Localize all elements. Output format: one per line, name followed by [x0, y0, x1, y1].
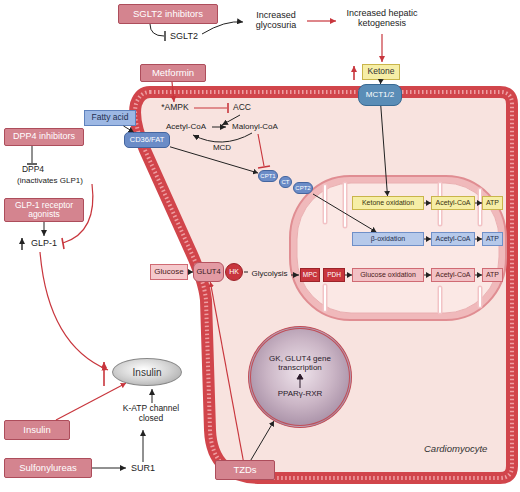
cell-label: Cardiomyocyte: [424, 444, 487, 454]
node-text: DPP4 inhibitors: [13, 132, 75, 142]
annotation-text: Acetyl-CoA: [160, 122, 212, 131]
drug-box: GLP-1 receptor agonists: [4, 198, 84, 222]
inhibition-line: [150, 24, 164, 36]
annotation-text: ACC: [230, 103, 254, 113]
drug-box: TZDs: [215, 460, 275, 480]
enzyme-box: PDH: [323, 268, 345, 282]
node-text: TZDs: [233, 465, 256, 475]
node-text: β-oxidation: [371, 235, 405, 243]
node-text: ATP: [486, 235, 499, 243]
metabolite-box: Acetyl-CoA: [431, 196, 475, 210]
annotation-text: DPP4: [18, 165, 48, 175]
arrow-shape: [297, 374, 303, 388]
node-text: Ketone oxidation: [362, 199, 414, 207]
pathway-box: Ketone oxidation: [352, 196, 424, 210]
node-text: Acetyl-CoA: [435, 199, 470, 207]
metabolite-box: Fatty acid: [84, 110, 136, 126]
annotation-text: (inactivates GLP1): [6, 176, 94, 185]
annotation-text: Increased glycosuria: [244, 10, 308, 31]
arrow: [92, 468, 126, 469]
arrow: [296, 374, 304, 388]
enzyme-box: MPC: [300, 268, 320, 282]
node-text: Metformin: [152, 68, 194, 78]
annotation-text: Increased hepatic ketogenesis: [338, 8, 426, 29]
transporter: CT: [279, 176, 292, 188]
node-text: Sulfonylureas: [19, 463, 77, 473]
arrow: [44, 222, 45, 236]
metabolite-box: Ketone: [362, 64, 400, 80]
node-text: ATP: [486, 199, 499, 207]
metabolite-box: ATP: [482, 232, 503, 246]
node-text: CPT2: [295, 185, 310, 192]
node-text: PPARγ-RXR: [278, 390, 323, 399]
annotation-text: Malonyl-CoA: [226, 122, 284, 131]
annotation-text: MCD: [210, 143, 234, 152]
node-text: Glucose: [154, 268, 183, 277]
arrow: [40, 252, 108, 370]
arrow: [143, 430, 144, 462]
node-text: Glucose oxidation: [360, 271, 416, 279]
drug-box: Sulfonylureas: [4, 458, 92, 478]
annotation-text: Glycolysis: [248, 269, 291, 278]
node-text: MPC: [303, 271, 317, 278]
increase-arrow: [103, 362, 105, 386]
node-text: Acetyl-CoA: [435, 235, 470, 243]
hormone-oval: Insulin: [112, 358, 182, 386]
inhibition-bar: [164, 31, 165, 41]
metabolite-box: Glucose: [150, 264, 188, 280]
node-text: PDH: [327, 271, 341, 278]
annotation-text: K-ATP channel closed: [112, 404, 190, 424]
node-text: GK, GLUT4 gene transcription: [262, 355, 338, 373]
metabolite-box: Acetyl-CoA: [431, 268, 475, 282]
node-text: CT: [282, 179, 290, 186]
transporter: MCT1/2: [358, 84, 402, 106]
membrane: [135, 92, 512, 478]
annotation-text: GLP-1: [28, 238, 60, 248]
transporter: CPT2: [293, 182, 313, 194]
metabolite-box: ATP: [482, 268, 503, 282]
transporter: GLUT4: [193, 262, 224, 282]
node-text: ATP: [486, 271, 499, 279]
node-text: SGLT2 inhibitors: [133, 9, 203, 19]
arrow: [381, 34, 382, 62]
arrow: [307, 20, 336, 21]
annotation-text: SGLT2: [166, 31, 202, 41]
drug-box: DPP4 inhibitors: [4, 128, 84, 146]
inhibition-line: [32, 146, 33, 163]
node-text: Ketone: [368, 67, 395, 76]
drug-box: SGLT2 inhibitors: [118, 4, 218, 24]
pathway-box: β-oxidation: [352, 232, 424, 246]
nucleus: GK, GLUT4 gene transcriptionPPARγ-RXR: [248, 326, 352, 428]
annotation-text: *AMPK: [156, 103, 194, 113]
metabolite-box: ATP: [482, 196, 503, 210]
metabolite-box: Acetyl-CoA: [431, 232, 475, 246]
node-text: CD36/FAT: [130, 136, 164, 144]
cell-membrane: CardiomyocyteCPT1CTCPT2Ketone oxidationA…: [118, 80, 520, 492]
node-text: Insulin: [23, 425, 50, 435]
drug-box: Metformin: [140, 64, 206, 82]
pathway-box: Glucose oxidation: [352, 268, 424, 282]
transporter: CD36/FAT: [124, 132, 170, 148]
membrane-stripes: [135, 92, 512, 478]
node-text: GLUT4: [196, 268, 220, 276]
node-text: Insulin: [133, 367, 162, 378]
transporter: CPT1: [258, 170, 278, 182]
node-text: Acetyl-CoA: [435, 271, 470, 279]
drug-box: Insulin: [4, 420, 70, 440]
node-text: CPT1: [260, 173, 275, 180]
arrow: [152, 389, 153, 403]
increase-arrow: [21, 238, 22, 250]
inhibition-bar: [62, 238, 64, 249]
increase-arrow: [353, 66, 355, 80]
node-text: MCT1/2: [366, 91, 394, 100]
node-text: HK: [229, 268, 239, 276]
node-text: Fatty acid: [92, 113, 129, 122]
connector-arrow: [56, 383, 126, 420]
enzyme-circle: HK: [225, 263, 243, 281]
annotation-text: SUR1: [128, 463, 158, 473]
cell-outline: [118, 80, 520, 492]
node-text: GLP-1 receptor agonists: [5, 201, 83, 220]
